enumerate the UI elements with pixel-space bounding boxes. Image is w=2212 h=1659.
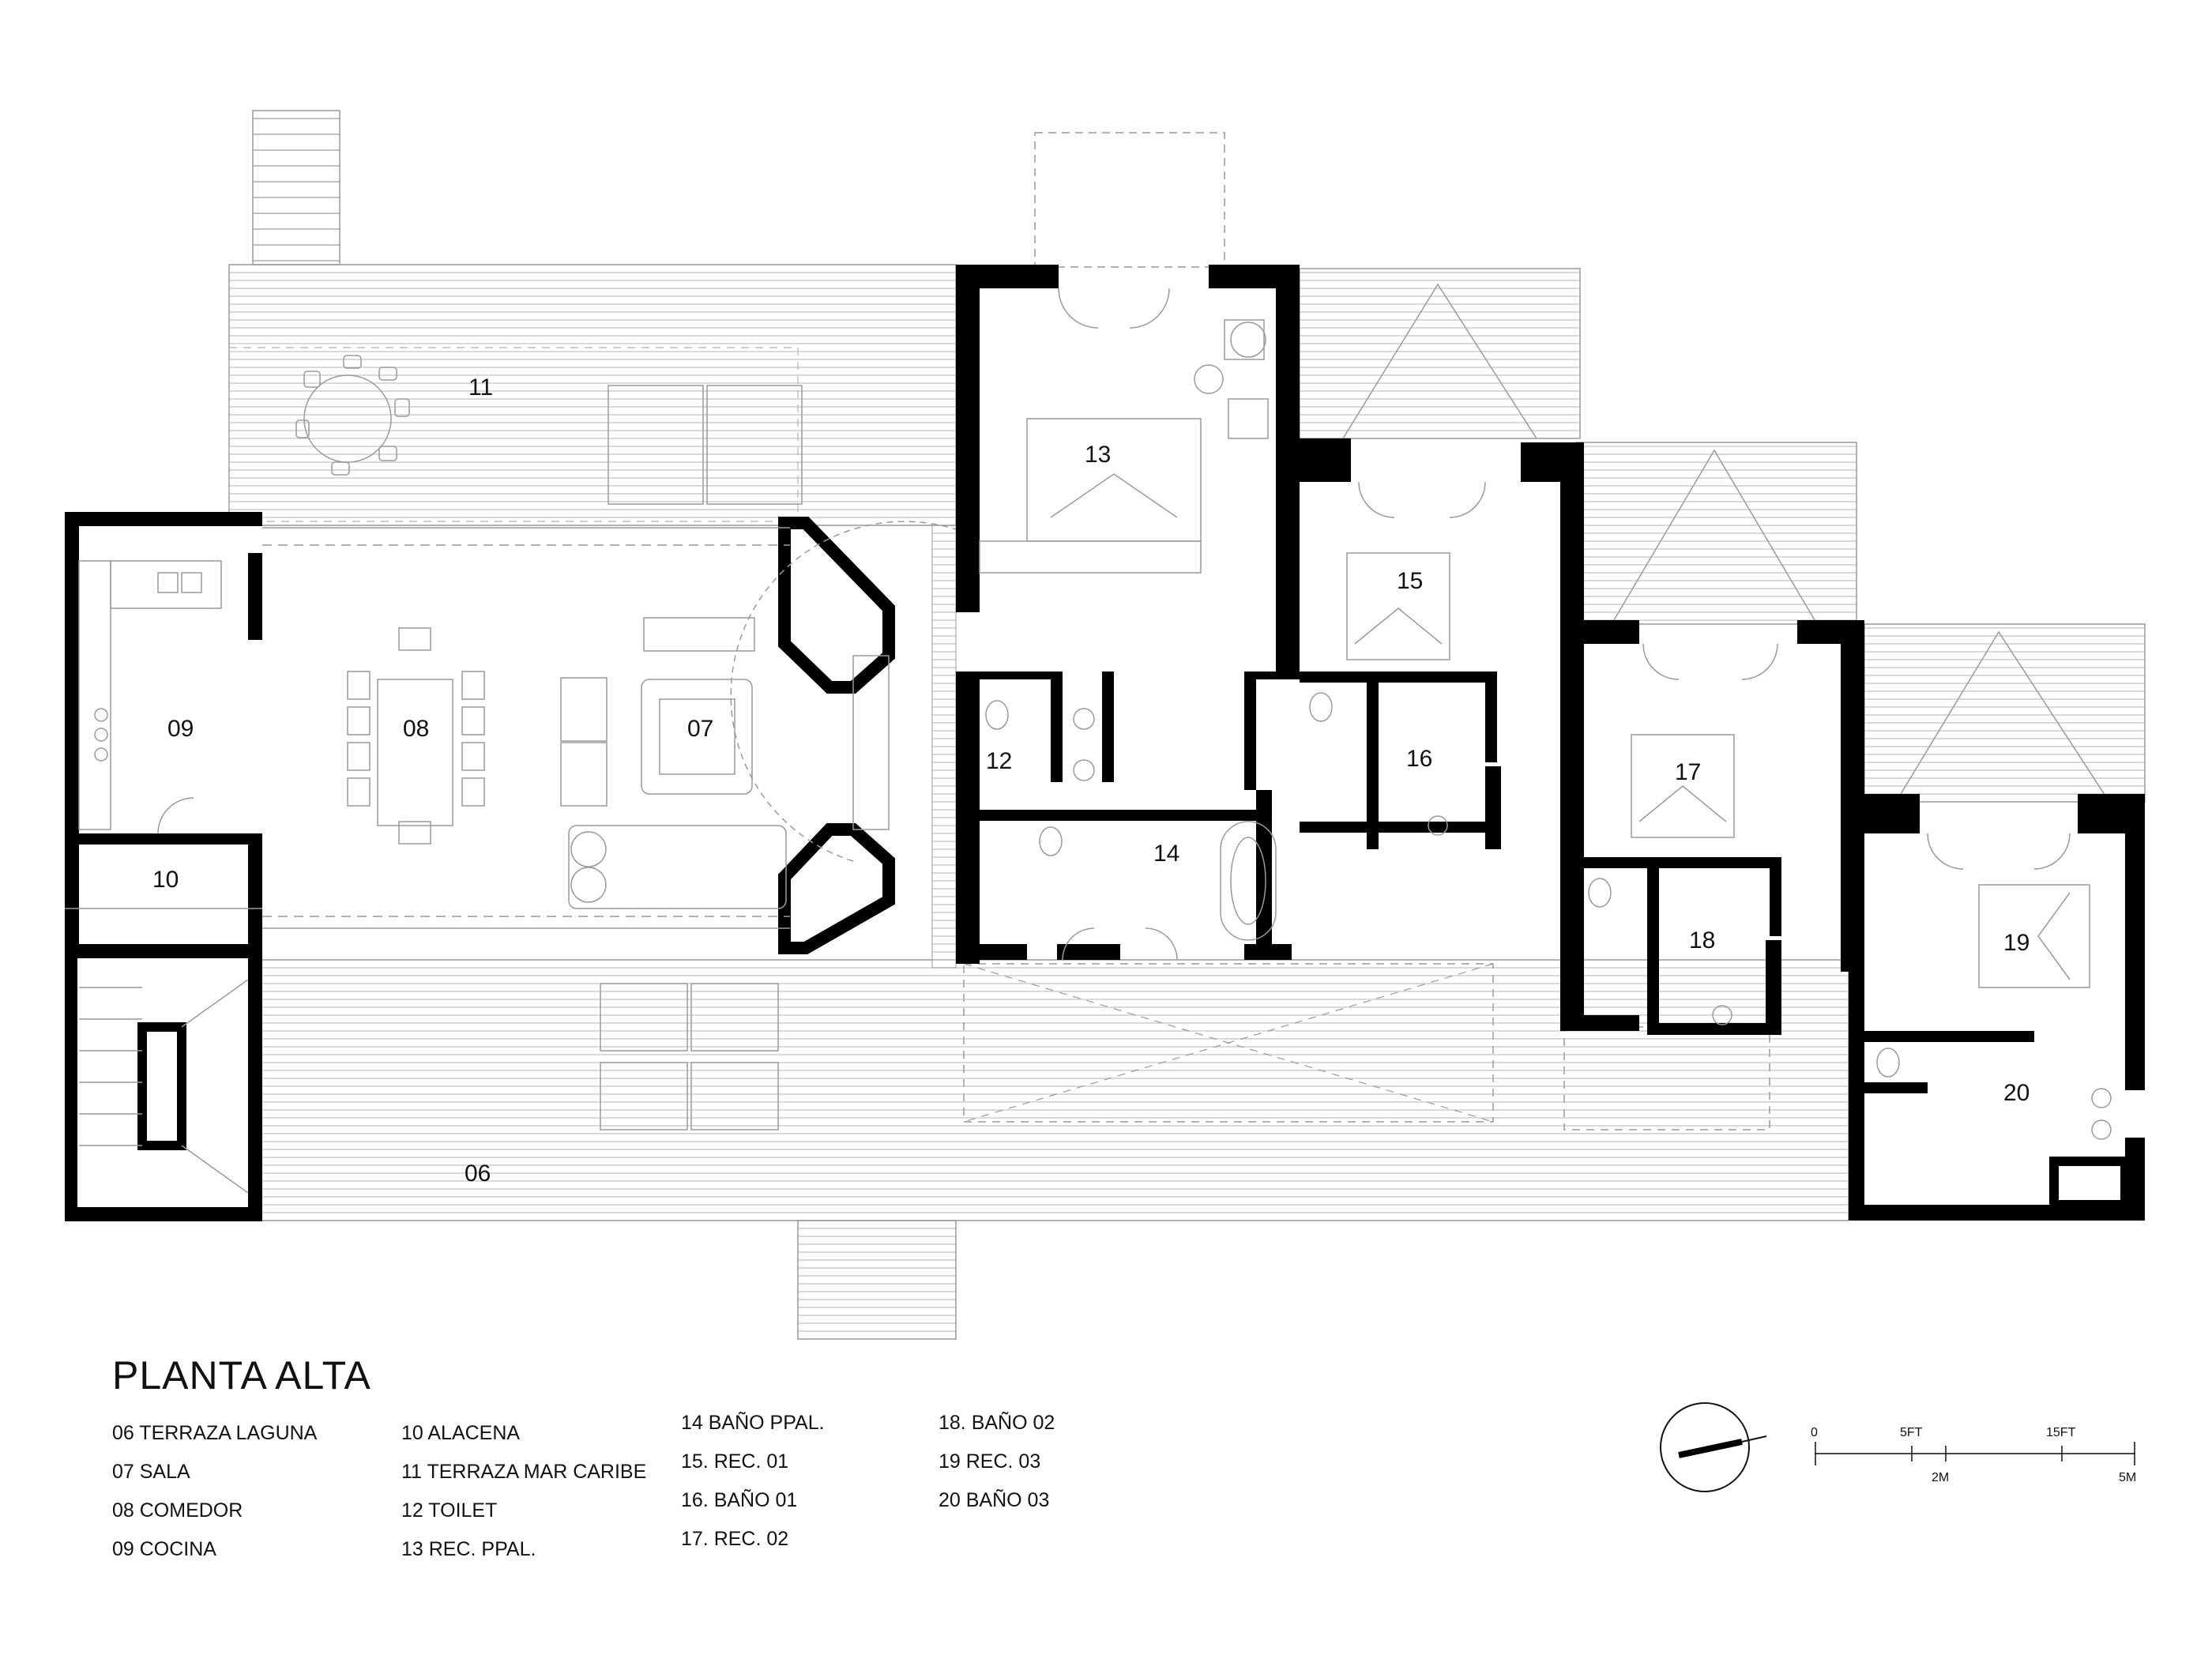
- legend-item: 10 ALACENA: [401, 1422, 521, 1444]
- room-label-09: 09: [167, 716, 194, 742]
- room-label-07: 07: [687, 716, 713, 742]
- walls: [65, 265, 2145, 1221]
- sofa-icon: [568, 825, 787, 909]
- bed-17-icon: [1631, 734, 1735, 838]
- dining-table-icon: [377, 679, 453, 826]
- room-label-15: 15: [1397, 568, 1423, 594]
- scale-label-5ft: 5FT: [1900, 1426, 1923, 1439]
- legend-item: 17. REC. 02: [681, 1528, 789, 1550]
- room-label-14: 14: [1153, 841, 1179, 867]
- legend-item: 19 REC. 03: [939, 1450, 1041, 1473]
- scale-label-2m: 2M: [1932, 1471, 1949, 1484]
- legend-item: 09 COCINA: [112, 1538, 216, 1560]
- legend-item: 12 TOILET: [401, 1499, 498, 1522]
- room-labels: 06 07 08 09 10 11 12 13 14 15 16 17 18 1…: [152, 374, 2030, 1187]
- toilet-16-icon: [1309, 692, 1333, 722]
- bathtub-icon: [1220, 821, 1277, 941]
- legend-item: 16. BAÑO 01: [681, 1489, 798, 1511]
- plan-title: PLANTA ALTA: [112, 1353, 371, 1398]
- room-label-18: 18: [1689, 927, 1715, 954]
- legend-column-3: 14 BAÑO PPAL. 15. REC. 01 16. BAÑO 01 17…: [681, 1404, 825, 1559]
- room-label-13: 13: [1085, 442, 1111, 468]
- legend-item: 15. REC. 01: [681, 1450, 789, 1473]
- furniture: [65, 288, 2112, 1194]
- room-label-10: 10: [152, 867, 179, 893]
- legend-column-1: 06 TERRAZA LAGUNA 07 SALA 08 COMEDOR 09 …: [112, 1414, 317, 1569]
- room-label-20: 20: [2003, 1080, 2030, 1106]
- room-label-08: 08: [403, 716, 429, 742]
- legend-item: 18. BAÑO 02: [939, 1412, 1055, 1434]
- room-label-12: 12: [986, 748, 1012, 774]
- room-label-11: 11: [468, 374, 493, 401]
- bed-19-icon: [1978, 884, 2090, 988]
- toilet-12-icon: [985, 700, 1009, 730]
- legend-item: 07 SALA: [112, 1461, 190, 1483]
- room-label-17: 17: [1675, 759, 1701, 785]
- scale-label-15ft: 15FT: [2046, 1426, 2076, 1439]
- toilet-18-icon: [1588, 878, 1612, 908]
- room-label-19: 19: [2003, 930, 2030, 956]
- decks: [228, 110, 2146, 1340]
- room-label-16: 16: [1406, 746, 1432, 772]
- bed-13-icon: [1026, 418, 1202, 542]
- coffee-table-icon: [641, 679, 753, 795]
- toilet-14-icon: [1039, 826, 1063, 856]
- legend-item: 06 TERRAZA LAGUNA: [112, 1422, 318, 1444]
- toilet-20-icon: [1876, 1048, 1900, 1078]
- legend-item: 11 TERRAZA MAR CARIBE: [401, 1461, 647, 1483]
- scale-label-5m: 5M: [2119, 1471, 2136, 1484]
- north-arrow-icon: [1660, 1402, 1767, 1492]
- legend-item: 14 BAÑO PPAL.: [681, 1412, 825, 1434]
- legend-column-4: 18. BAÑO 02 19 REC. 03 20 BAÑO 03: [939, 1404, 1055, 1520]
- legend-column-2: 10 ALACENA 11 TERRAZA MAR CARIBE 12 TOIL…: [401, 1414, 646, 1569]
- scale-label-0: 0: [1811, 1426, 1818, 1439]
- legend-item: 20 BAÑO 03: [939, 1489, 1050, 1511]
- room-label-06: 06: [465, 1161, 491, 1187]
- legend-item: 13 REC. PPAL.: [401, 1538, 536, 1560]
- bed-15-icon: [1346, 552, 1450, 660]
- legend-item: 08 COMEDOR: [112, 1499, 243, 1522]
- scale-bar: 0 5FT 15FT 2M 5M: [1811, 1426, 2136, 1484]
